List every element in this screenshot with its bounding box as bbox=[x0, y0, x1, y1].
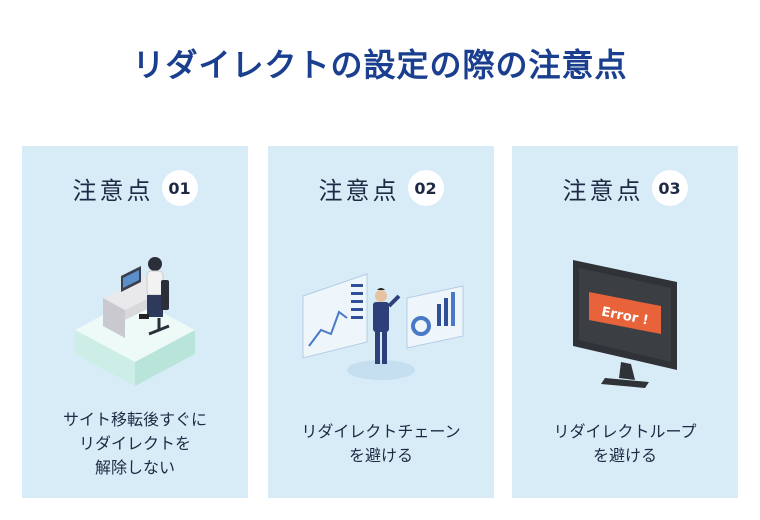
caution-description: サイト移転後すぐに リダイレクトを 解除しない bbox=[62, 410, 207, 477]
card-header: 注意点 03 bbox=[512, 170, 738, 206]
office-worker-desk-illustration bbox=[75, 257, 195, 386]
caution-number-badge: 03 bbox=[651, 170, 688, 206]
caution-label: 注意点 bbox=[318, 176, 400, 205]
caution-description: リダイレクトループ を避ける bbox=[553, 422, 697, 465]
caution-label: 注意点 bbox=[562, 176, 644, 205]
caution-label: 注意点 bbox=[72, 176, 154, 205]
caution-card-2: 注意点 02 リダイレクトチェーン を避ける bbox=[268, 146, 494, 498]
caution-description: リダイレクトチェーン を避ける bbox=[301, 422, 461, 465]
caution-card-1: 注意点 01 サイト移転後すぐに リダイレクトを 解除しない bbox=[22, 146, 248, 498]
card-header: 注意点 02 bbox=[268, 170, 494, 206]
caution-number-badge: 02 bbox=[407, 170, 444, 206]
card-header: 注意点 01 bbox=[22, 170, 248, 206]
page-title: リダイレクトの設定の際の注意点 bbox=[132, 46, 628, 84]
presentation-charts-illustration bbox=[302, 273, 464, 380]
error-monitor-illustration: Error ! bbox=[573, 260, 677, 388]
caution-card-3: 注意点 03 Error ! リダイレクトループ を避ける bbox=[512, 146, 738, 498]
caution-number-badge: 01 bbox=[161, 170, 198, 206]
